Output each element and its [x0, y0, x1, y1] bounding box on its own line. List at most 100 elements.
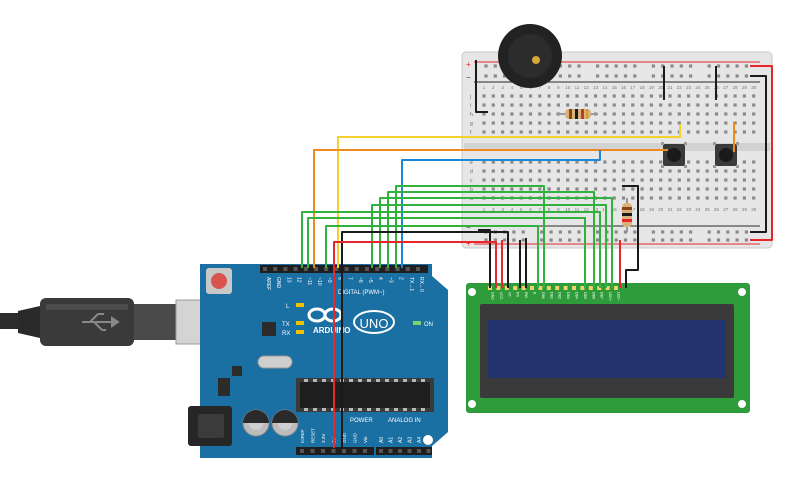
breadboard-hole [714, 103, 719, 107]
pin-label: ~11 [306, 277, 312, 285]
column-number: 10 [565, 207, 571, 212]
breadboard-hole [742, 160, 746, 164]
rail-hole [744, 230, 748, 234]
pin-label: ~6 [357, 277, 363, 283]
chip-leg [313, 379, 317, 382]
breadboard-hole [640, 196, 644, 200]
rail-hole [735, 74, 739, 78]
header-pin [273, 267, 278, 271]
breadboard-hole [649, 187, 653, 191]
header-pin [379, 449, 383, 453]
breadboard-hole [640, 94, 644, 98]
breadboard-hole [677, 178, 681, 182]
column-number: 23 [686, 85, 692, 90]
rail-hole [633, 64, 637, 68]
led-tx [296, 321, 304, 325]
breadboard-hole [705, 112, 709, 116]
breadboard-hole [696, 94, 700, 98]
breadboard-hole [659, 103, 663, 107]
breadboard-hole [501, 160, 505, 164]
breadboard-hole [612, 103, 616, 107]
column-number: 22 [677, 85, 683, 90]
column-number: 27 [723, 85, 729, 90]
push-button-2[interactable] [713, 142, 739, 168]
pin-label: A2 [398, 437, 404, 443]
rail-hole [679, 64, 683, 68]
column-number: 12 [584, 207, 590, 212]
breadboard-hole [482, 130, 486, 134]
rail-hole [558, 64, 562, 68]
rail-hole [512, 238, 516, 242]
rail-hole [735, 230, 739, 234]
breadboard-hole [631, 130, 635, 134]
breadboard-hole [659, 169, 663, 173]
breadboard-hole [714, 121, 719, 125]
breadboard-hole [621, 160, 626, 164]
led-rx [296, 330, 304, 334]
breadboard-hole [510, 103, 514, 107]
header-pin [344, 267, 349, 271]
rail-hole [707, 64, 711, 68]
breadboard-hole [594, 169, 598, 173]
lcd-pin [580, 286, 585, 290]
pin-label: 7 [347, 277, 353, 280]
rail-hole [558, 238, 562, 242]
breadboard-hole [566, 160, 570, 164]
lcd-pin-label: E [533, 292, 537, 295]
breadboard-hole [594, 121, 598, 125]
on-label: ON [424, 322, 433, 328]
rail-hole [726, 64, 730, 68]
breadboard-hole [482, 178, 486, 182]
reset-button[interactable] [211, 273, 227, 289]
breadboard-hole [491, 94, 495, 98]
breadboard-hole [566, 178, 570, 182]
breadboard-hole [538, 94, 542, 98]
wire-orange-button [313, 149, 668, 268]
breadboard-hole [491, 187, 495, 191]
breadboard-hole [696, 160, 700, 164]
column-number: 19 [649, 85, 655, 90]
pin-label: A4 [417, 437, 423, 443]
row-letter: h [470, 112, 473, 118]
breadboard-hole [501, 112, 505, 116]
chip-leg [421, 408, 425, 411]
breadboard-hole [556, 169, 560, 173]
pin-label: GND [275, 277, 281, 289]
rail-hole [568, 64, 572, 68]
column-number: 19 [649, 207, 655, 212]
lcd-pin [614, 286, 618, 290]
breadboard-hole [687, 169, 691, 173]
column-number: 23 [686, 207, 692, 212]
breadboard-hole [659, 130, 663, 134]
breadboard-hole [714, 130, 719, 134]
pin-label: 3.3V [321, 434, 326, 443]
pin-label: GND [342, 432, 347, 443]
breadboard-hole [631, 121, 635, 125]
column-number: 25 [705, 85, 711, 90]
breadboard-hole [640, 178, 644, 182]
rail-hole [689, 230, 693, 234]
lcd-pin-label: RW [524, 292, 528, 299]
chip-leg [412, 408, 416, 411]
lcd-pin [530, 286, 534, 290]
lcd-pin-label: LED− [617, 292, 621, 301]
breadboard-hole [621, 94, 626, 98]
crystal [257, 355, 293, 369]
breadboard-hole [547, 160, 551, 164]
rail-hole [596, 238, 600, 242]
lcd-pin-label: LED+ [608, 292, 612, 301]
breadboard-hole [733, 112, 737, 116]
breadboard-hole [603, 178, 607, 182]
pin-label: A0 [379, 437, 385, 443]
push-button-1[interactable] [661, 142, 687, 168]
breadboard-hole [724, 94, 728, 98]
breadboard-hole [668, 112, 672, 116]
breadboard-hole [752, 112, 756, 116]
breadboard-hole [575, 178, 579, 182]
breadboard-hole [519, 160, 523, 164]
column-number: 20 [658, 207, 664, 212]
breadboard-hole [510, 130, 514, 134]
rail-hole [558, 230, 562, 234]
arduino-pcb [200, 264, 448, 458]
